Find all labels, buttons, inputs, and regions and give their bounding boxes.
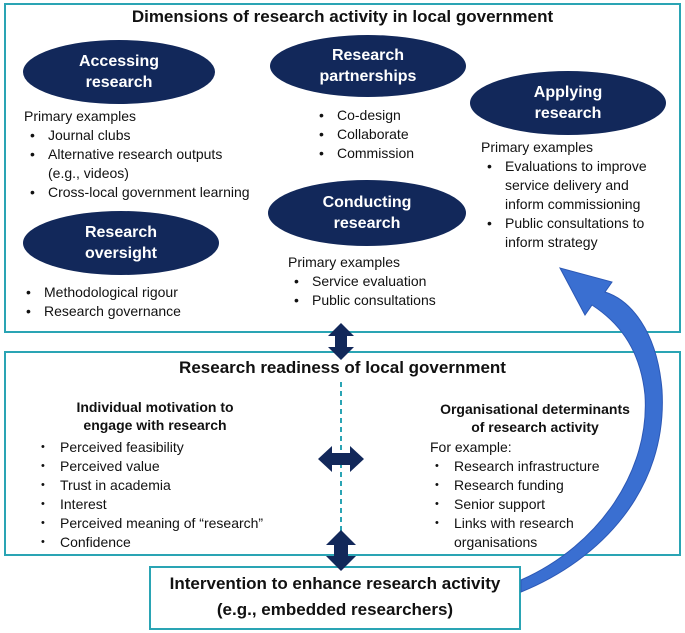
list-item: Research governance bbox=[20, 302, 240, 321]
list-item: Research infrastructure bbox=[430, 457, 660, 476]
research-partnerships-examples: Co-design Collaborate Commission bbox=[313, 106, 463, 163]
list-item: Perceived meaning of “research” bbox=[36, 514, 306, 533]
list-item: Public consultations to inform strategy bbox=[481, 214, 676, 252]
list-item: Evaluations to improve service delivery … bbox=[481, 157, 676, 214]
list-item: Confidence bbox=[36, 533, 306, 552]
list-item: Interest bbox=[36, 495, 306, 514]
list-item: Cross-local government learning bbox=[24, 183, 284, 202]
applying-research-oval: Applying research bbox=[470, 71, 666, 135]
list-item: Perceived value bbox=[36, 457, 306, 476]
conducting-research-label-2: research bbox=[333, 215, 401, 232]
research-partnerships-oval: Research partnerships bbox=[270, 35, 466, 97]
intervention-box bbox=[149, 566, 521, 630]
organisational-intro: For example: bbox=[430, 439, 512, 455]
list-item: Methodological rigour bbox=[20, 283, 240, 302]
list-item-line: organisations bbox=[454, 534, 538, 550]
accessing-research-label-2: research bbox=[85, 74, 153, 91]
list-item: Trust in academia bbox=[36, 476, 306, 495]
curved-feedback-arrow-icon bbox=[520, 267, 663, 593]
list-item: Journal clubs bbox=[24, 126, 284, 145]
list-item: Collaborate bbox=[313, 125, 463, 144]
applying-research-intro: Primary examples bbox=[481, 139, 594, 155]
list-item-line: Public consultations to bbox=[505, 215, 645, 231]
list-item-line: inform strategy bbox=[505, 234, 598, 250]
list-item: Co-design bbox=[313, 106, 463, 125]
heading-line: engage with research bbox=[83, 417, 227, 433]
accessing-research-oval: Accessing research bbox=[23, 40, 215, 104]
double-arrow-horizontal-icon bbox=[318, 446, 364, 472]
list-item-line: inform commissioning bbox=[505, 196, 641, 212]
research-oversight-examples: Methodological rigour Research governanc… bbox=[20, 283, 240, 321]
list-item: Perceived feasibility bbox=[36, 438, 306, 457]
list-item: Public consultations bbox=[288, 291, 468, 310]
list-item: Commission bbox=[313, 144, 463, 163]
list-item: Service evaluation bbox=[288, 272, 468, 291]
list-item: Senior support bbox=[430, 495, 660, 514]
research-partnerships-label-2: partnerships bbox=[319, 68, 417, 85]
organisational-determinants-heading: Organisational determinants of research … bbox=[425, 400, 645, 436]
heading-line: of research activity bbox=[471, 419, 599, 435]
organisational-determinants-list: For example: Research infrastructure Res… bbox=[430, 438, 660, 552]
individual-motivation-heading: Individual motivation to engage with res… bbox=[40, 398, 270, 434]
list-item-line: service delivery and bbox=[505, 177, 629, 193]
applying-research-label-1: Applying bbox=[533, 84, 603, 101]
conducting-research-oval: Conducting research bbox=[268, 180, 466, 246]
list-item: Links with research organisations bbox=[430, 514, 660, 552]
double-arrow-top-middle-icon bbox=[328, 323, 354, 360]
intervention-line-2: (e.g., embedded researchers) bbox=[216, 600, 454, 619]
conducting-research-examples: Primary examples Service evaluation Publ… bbox=[288, 253, 468, 310]
research-partnerships-label-1: Research bbox=[331, 47, 405, 64]
dimensions-title: Dimensions of research activity in local… bbox=[131, 7, 554, 26]
accessing-research-intro: Primary examples bbox=[24, 108, 137, 124]
accessing-research-label-1: Accessing bbox=[78, 53, 160, 70]
individual-motivation-list: Perceived feasibility Perceived value Tr… bbox=[36, 438, 306, 552]
list-item-line: Links with research bbox=[454, 515, 574, 531]
conducting-research-label-1: Conducting bbox=[322, 194, 412, 211]
readiness-title: Research readiness of local government bbox=[179, 358, 506, 377]
research-oversight-label-1: Research bbox=[84, 224, 158, 241]
heading-line: Individual motivation to bbox=[76, 399, 234, 415]
applying-research-examples: Primary examples Evaluations to improve … bbox=[481, 138, 676, 252]
applying-research-label-2: research bbox=[534, 105, 602, 122]
research-oversight-label-2: oversight bbox=[84, 245, 157, 262]
list-item: Alternative research outputs bbox=[24, 145, 284, 164]
intervention-line-1: Intervention to enhance research activit… bbox=[169, 574, 501, 593]
accessing-research-examples: Primary examples Journal clubs Alternati… bbox=[24, 107, 284, 202]
double-arrow-middle-bottom-icon bbox=[326, 530, 356, 571]
conducting-research-intro: Primary examples bbox=[288, 254, 401, 270]
heading-line: Organisational determinants bbox=[440, 401, 630, 417]
list-item-continuation: (e.g., videos) bbox=[48, 165, 129, 181]
research-oversight-oval: Research oversight bbox=[23, 211, 219, 275]
list-item: Research funding bbox=[430, 476, 660, 495]
list-item-line: Evaluations to improve bbox=[505, 158, 647, 174]
